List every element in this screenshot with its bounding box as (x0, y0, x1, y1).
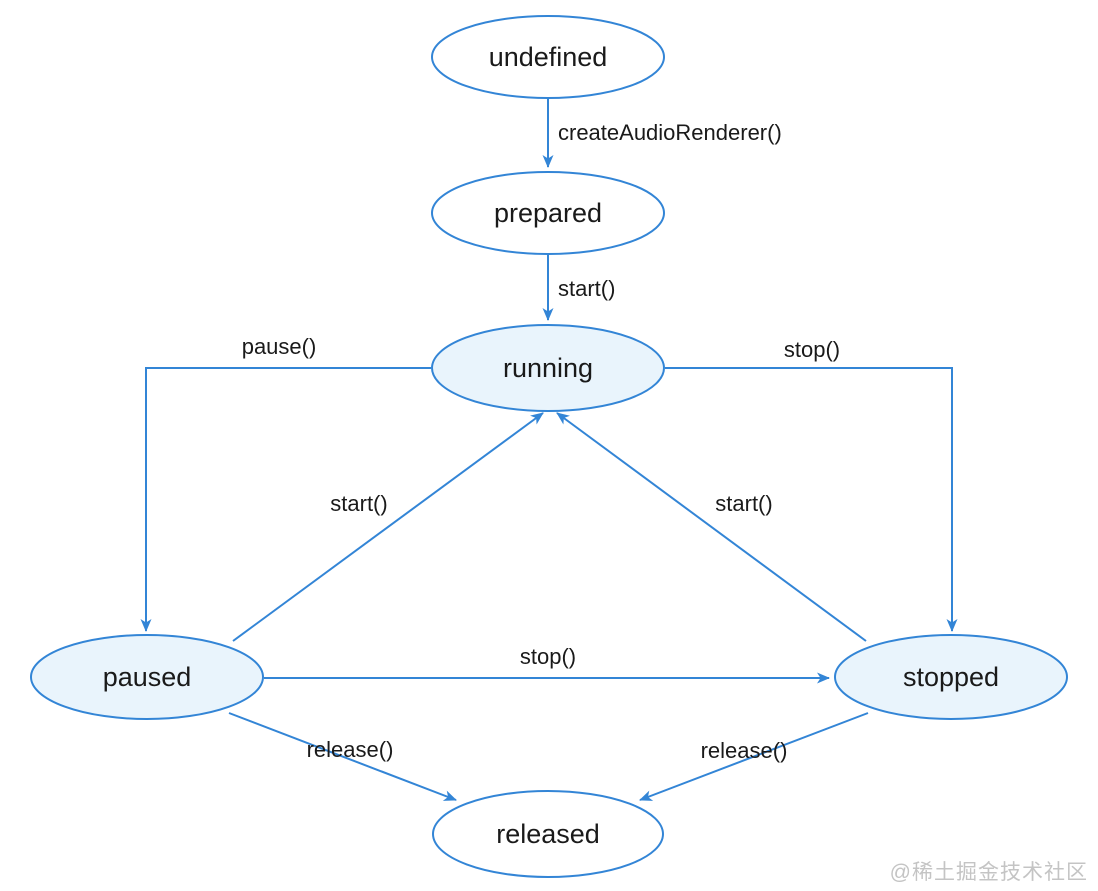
state-node-undefined: undefined (431, 15, 665, 99)
edge-label-undefined-to-prepared: createAudioRenderer() (558, 120, 782, 145)
edge-arrow-stopped-to-running (556, 412, 867, 642)
edge-arrow-stopped-to-released (639, 712, 869, 801)
edge-arrow-paused-to-released (228, 712, 457, 801)
edge-paused-to-released: release() (228, 712, 457, 801)
edge-label-paused-to-running: start() (330, 491, 387, 516)
state-node-prepared: prepared (431, 171, 665, 255)
state-ellipse-released (432, 790, 664, 878)
state-node-running: running (431, 324, 665, 412)
edge-label-running-to-stopped: stop() (784, 337, 840, 362)
state-node-stopped: stopped (834, 634, 1068, 720)
edge-arrow-paused-to-running (232, 412, 544, 642)
state-label-paused: paused (103, 662, 192, 692)
edge-label-stopped-to-released: release() (701, 738, 788, 763)
edge-undefined-to-prepared: createAudioRenderer() (542, 98, 782, 168)
state-label-stopped: stopped (903, 662, 999, 692)
edge-label-paused-to-released: release() (307, 737, 394, 762)
edge-running-to-paused: pause() (140, 334, 431, 632)
state-ellipse-paused (30, 634, 264, 720)
watermark: @稀土掘金技术社区 (889, 861, 1088, 884)
edge-label-stopped-to-running: start() (715, 491, 772, 516)
edge-stopped-to-running: start() (556, 412, 867, 642)
state-label-prepared: prepared (494, 198, 602, 228)
state-label-undefined: undefined (489, 42, 608, 72)
edge-running-to-stopped: stop() (665, 337, 958, 632)
edge-label-running-to-paused: pause() (242, 334, 317, 359)
edge-label-prepared-to-running: start() (558, 276, 615, 301)
edge-stopped-to-released: release() (639, 712, 869, 801)
state-node-paused: paused (30, 634, 264, 720)
state-ellipse-running (431, 324, 665, 412)
state-ellipse-stopped (834, 634, 1068, 720)
state-node-released: released (432, 790, 664, 878)
edge-paused-to-stopped: stop() (264, 644, 830, 684)
edge-paused-to-running: start() (232, 412, 544, 642)
edge-label-paused-to-stopped: stop() (520, 644, 576, 669)
state-label-released: released (496, 819, 600, 849)
edge-arrow-running-to-stopped (665, 367, 958, 632)
state-ellipse-undefined (431, 15, 665, 99)
edge-arrow-running-to-paused (140, 367, 431, 632)
edge-prepared-to-running: start() (542, 255, 615, 321)
state-ellipse-prepared (431, 171, 665, 255)
state-label-running: running (503, 353, 593, 383)
